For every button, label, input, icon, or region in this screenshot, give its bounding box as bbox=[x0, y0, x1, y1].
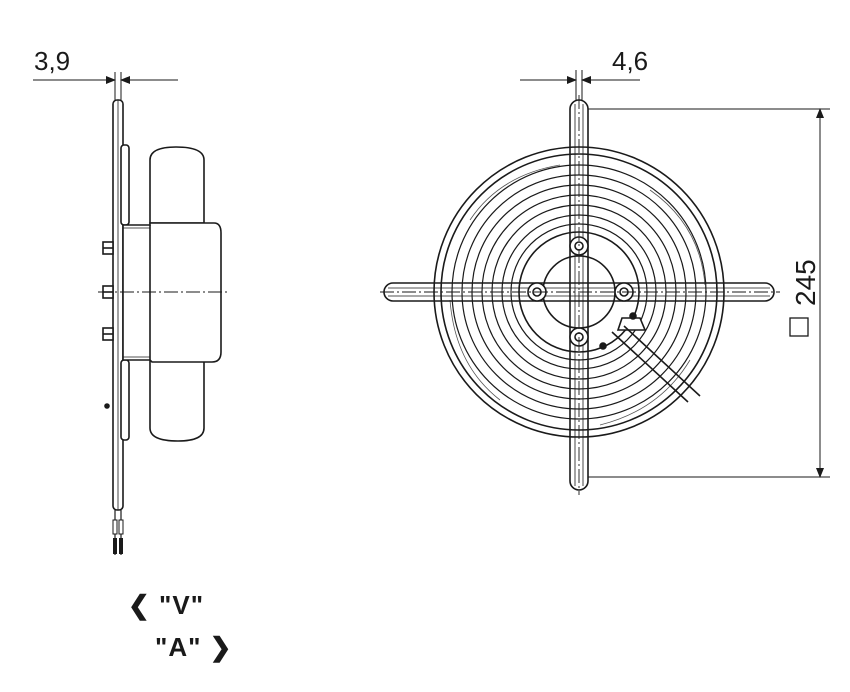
dimension-right-gap: 4,6 bbox=[520, 46, 648, 100]
square-size-symbol bbox=[789, 317, 809, 337]
cable-exit bbox=[599, 312, 701, 403]
view-v-label: ❮ "V" bbox=[128, 590, 204, 621]
view-a-label: "A" ❯ bbox=[155, 632, 232, 663]
arrow-left-icon: ❮ bbox=[128, 590, 151, 620]
cable bbox=[112, 510, 124, 555]
front-view: 4,6 bbox=[380, 46, 830, 495]
dimension-right-gap-label: 4,6 bbox=[612, 46, 648, 76]
dimension-left-gap-label: 3,9 bbox=[34, 46, 70, 76]
side-view: 3,9 bbox=[33, 46, 228, 555]
dimension-left-gap: 3,9 bbox=[33, 46, 178, 100]
view-a-text: "A" bbox=[155, 632, 202, 662]
arrow-right-icon: ❯ bbox=[209, 632, 233, 662]
blade-top bbox=[149, 146, 205, 224]
view-v-text: "V" bbox=[159, 590, 205, 620]
blade-bottom bbox=[149, 344, 205, 442]
bolt-top bbox=[102, 241, 114, 255]
blade-outlines bbox=[449, 164, 706, 426]
bolt-bottom bbox=[102, 327, 114, 341]
dimension-size: 245 bbox=[588, 108, 830, 478]
motor-housing bbox=[122, 222, 222, 363]
dimension-size-label: 245 bbox=[790, 259, 821, 306]
